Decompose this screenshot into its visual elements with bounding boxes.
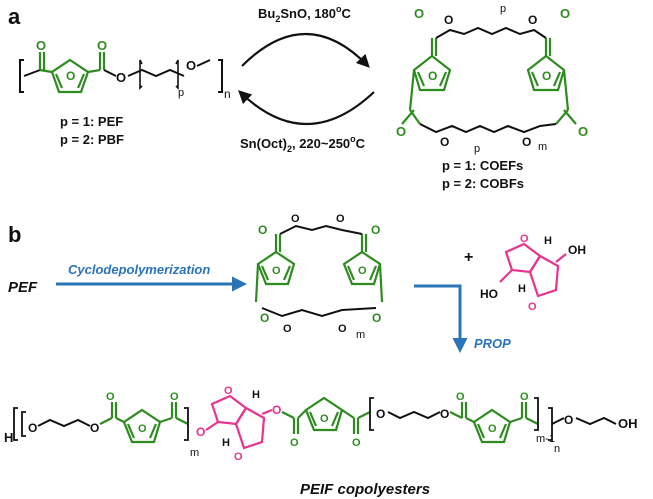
svg-text:O: O bbox=[428, 69, 437, 83]
ester-oxygen-label: O bbox=[116, 70, 126, 85]
svg-text:O: O bbox=[336, 213, 345, 225]
right-bracket bbox=[218, 59, 223, 93]
svg-text:O: O bbox=[522, 135, 531, 149]
svg-text:m: m bbox=[356, 329, 365, 341]
svg-text:O: O bbox=[564, 413, 573, 427]
oh-end-group: OH bbox=[618, 416, 638, 431]
svg-text:O: O bbox=[224, 385, 233, 397]
svg-text:O: O bbox=[520, 391, 529, 403]
svg-text:O: O bbox=[528, 301, 537, 313]
panel-b: b PEF Cyclodepolymerization O O O bbox=[4, 213, 638, 498]
svg-text:O: O bbox=[170, 391, 179, 403]
hydroxyl-oh: OH bbox=[568, 243, 586, 257]
cyclic-oligomer-b: O O O O O O O O O O m bbox=[254, 213, 384, 341]
svg-text:O: O bbox=[106, 391, 115, 403]
carbonyl-oxygen-label: O bbox=[36, 38, 46, 53]
carbonyl-oxygen-label: O bbox=[97, 38, 107, 53]
svg-text:H: H bbox=[252, 389, 260, 401]
svg-text:O: O bbox=[260, 311, 269, 325]
svg-text:O: O bbox=[528, 13, 537, 27]
hydroxyl-ho: HO bbox=[480, 287, 498, 301]
svg-text:O: O bbox=[488, 423, 497, 435]
svg-text:n: n bbox=[554, 443, 560, 455]
panel-a-label: a bbox=[8, 4, 21, 29]
prop-arrow bbox=[414, 284, 468, 353]
repeat-subscript-n: n bbox=[224, 87, 231, 101]
svg-text:m-1: m-1 bbox=[536, 433, 555, 445]
repeat-subscript-p: p bbox=[178, 87, 184, 99]
step2-label: PROP bbox=[474, 336, 511, 351]
svg-text:O: O bbox=[444, 13, 453, 27]
svg-text:O: O bbox=[396, 124, 406, 139]
peif-copolyester-structure: H O O O O O m O bbox=[4, 385, 638, 463]
panel-a: a O O O O bbox=[8, 3, 588, 191]
svg-text:O: O bbox=[352, 437, 361, 449]
svg-text:O: O bbox=[542, 69, 551, 83]
polymer-note-pbf: p = 2: PBF bbox=[60, 132, 124, 147]
forward-arrow bbox=[241, 33, 370, 68]
svg-text:O: O bbox=[520, 233, 529, 245]
svg-text:H: H bbox=[222, 437, 230, 449]
product-name: PEIF copolyesters bbox=[300, 481, 430, 498]
reverse-conditions: Sn(Oct)2, 220~250oC bbox=[240, 134, 366, 154]
svg-text:H: H bbox=[518, 283, 526, 295]
svg-text:O: O bbox=[272, 403, 281, 417]
step1-label: Cyclodepolymerization bbox=[68, 262, 210, 277]
left-bracket bbox=[19, 59, 24, 93]
ester-oxygen-label: O bbox=[186, 58, 196, 73]
svg-text:O: O bbox=[578, 124, 588, 139]
cyclic-note-cobfs: p = 2: COBFs bbox=[442, 176, 524, 191]
cyclic-note-coefs: p = 1: COEFs bbox=[442, 158, 523, 173]
svg-text:O: O bbox=[560, 6, 570, 21]
svg-text:m: m bbox=[538, 141, 547, 153]
furan-ring bbox=[38, 52, 106, 94]
svg-text:p: p bbox=[474, 143, 480, 155]
svg-text:O: O bbox=[138, 423, 147, 435]
svg-text:O: O bbox=[272, 265, 281, 277]
svg-text:O: O bbox=[376, 407, 385, 421]
svg-text:O: O bbox=[440, 135, 449, 149]
svg-text:O: O bbox=[414, 6, 424, 21]
panel-b-label: b bbox=[8, 222, 21, 247]
svg-text:O: O bbox=[90, 421, 99, 435]
cyclic-oligomer-structure: O O O O O O O O p O O p m bbox=[396, 3, 588, 155]
svg-text:O: O bbox=[290, 437, 299, 449]
svg-text:O: O bbox=[456, 391, 465, 403]
forward-conditions: Bu2SnO, 180oC bbox=[258, 4, 352, 24]
furan-oxygen-label: O bbox=[66, 69, 75, 83]
h-end-group: H bbox=[4, 430, 13, 445]
svg-text:O: O bbox=[258, 223, 267, 237]
svg-text:O: O bbox=[338, 323, 347, 335]
reverse-arrow bbox=[238, 90, 375, 125]
svg-text:m: m bbox=[190, 447, 199, 459]
svg-text:O: O bbox=[28, 421, 37, 435]
svg-text:O: O bbox=[358, 265, 367, 277]
svg-text:O: O bbox=[371, 223, 380, 237]
svg-text:p: p bbox=[500, 3, 506, 15]
svg-text:O: O bbox=[372, 311, 381, 325]
svg-text:O: O bbox=[196, 425, 205, 439]
plus-sign: + bbox=[464, 249, 473, 266]
svg-text:O: O bbox=[283, 323, 292, 335]
svg-text:O: O bbox=[291, 213, 300, 225]
polymer-note-pef: p = 1: PEF bbox=[60, 114, 123, 129]
start-material-label: PEF bbox=[8, 279, 38, 296]
linear-polyester-structure: O O O O p O n bbox=[19, 38, 231, 101]
svg-text:O: O bbox=[234, 451, 243, 463]
svg-text:O: O bbox=[440, 407, 449, 421]
svg-text:O: O bbox=[320, 413, 329, 425]
isosorbide-structure: O O OH HO H H bbox=[480, 233, 586, 313]
svg-text:H: H bbox=[544, 235, 552, 247]
